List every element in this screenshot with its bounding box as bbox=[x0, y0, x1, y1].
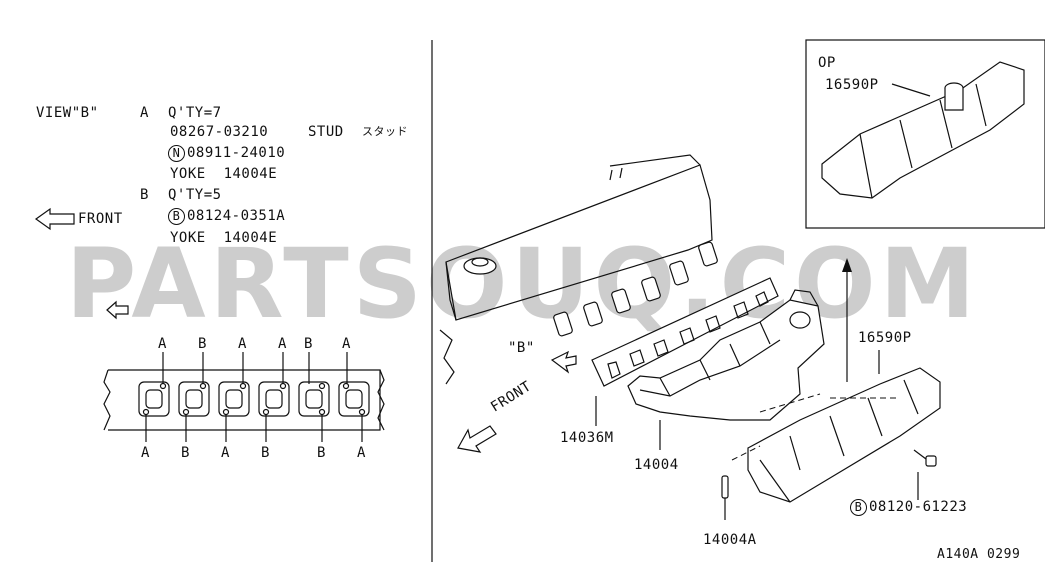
stud-name: STUD bbox=[308, 124, 344, 140]
group-a-qty: Q'TY=7 bbox=[168, 105, 222, 121]
heat-cover bbox=[747, 367, 941, 503]
figure-id: A140A 0299 bbox=[937, 547, 1021, 562]
exhaust-port-flanges bbox=[138, 381, 370, 417]
small-arrow-icon bbox=[106, 300, 129, 320]
flange-letter-bottom: A bbox=[221, 445, 230, 461]
flange-strip bbox=[103, 369, 385, 431]
flange-leaders-top bbox=[162, 352, 348, 384]
bolt-symbol: B bbox=[850, 499, 867, 516]
flange-letter-top: A bbox=[158, 336, 167, 352]
up-arrow-icon bbox=[842, 258, 852, 382]
leader-op-16590p bbox=[891, 83, 931, 97]
flange-letter-top: B bbox=[198, 336, 207, 352]
watermark: PARTSOUQ.COM bbox=[65, 228, 980, 340]
option-heat-cover bbox=[821, 61, 1025, 199]
cylinder-head bbox=[439, 154, 718, 385]
group-b-letter: B bbox=[140, 187, 149, 203]
exhaust-gasket bbox=[591, 277, 779, 387]
flange-letter-top: A bbox=[278, 336, 287, 352]
flange-letter-bottom: B bbox=[317, 445, 326, 461]
bolt-symbol: B bbox=[168, 208, 185, 225]
view-b-marker: "B" bbox=[508, 340, 535, 356]
option-part-label-16590p[interactable]: 16590P bbox=[825, 77, 879, 93]
nut-symbol: N bbox=[168, 145, 185, 162]
part-label-14036m[interactable]: 14036M bbox=[560, 430, 614, 446]
flange-leaders-bottom bbox=[145, 414, 363, 442]
stud-part-number: 08267-03210 bbox=[170, 124, 269, 140]
front-arrow-icon bbox=[34, 207, 75, 231]
flange-letter-bottom: A bbox=[357, 445, 366, 461]
dashed-leaders bbox=[731, 393, 900, 461]
bolt-08120 bbox=[913, 449, 937, 467]
group-b-yoke: YOKE 14004E bbox=[170, 230, 278, 246]
exhaust-manifold bbox=[627, 289, 825, 421]
bolt-part-number: 08124-0351A bbox=[187, 208, 286, 224]
stud-name-jp: スタッド bbox=[362, 125, 408, 138]
view-b-marker-arrow-icon bbox=[550, 350, 577, 374]
flange-letter-bottom: A bbox=[141, 445, 150, 461]
flange-letter-top: B bbox=[304, 336, 313, 352]
flange-letter-top: A bbox=[238, 336, 247, 352]
option-box-frame bbox=[805, 39, 1045, 229]
group-b-qty: Q'TY=5 bbox=[168, 187, 222, 203]
stud-14004a bbox=[721, 475, 729, 520]
nut-part-number: 08911-24010 bbox=[187, 145, 286, 161]
group-a-letter: A bbox=[140, 105, 149, 121]
part-label-14004[interactable]: 14004 bbox=[634, 457, 679, 473]
part-label-16590p[interactable]: 16590P bbox=[858, 330, 912, 346]
flange-letter-bottom: B bbox=[181, 445, 190, 461]
view-b-front-label: FRONT bbox=[78, 211, 123, 227]
view-b-title: VIEW"B" bbox=[36, 105, 99, 121]
option-label: OP bbox=[818, 55, 836, 71]
part-label-08120-61223: 08120-61223 bbox=[869, 499, 968, 515]
flange-letter-bottom: B bbox=[261, 445, 270, 461]
part-label-14004a[interactable]: 14004A bbox=[703, 532, 757, 548]
main-front-arrow-icon bbox=[457, 425, 497, 453]
group-a-yoke: YOKE 14004E bbox=[170, 166, 278, 182]
flange-letter-top: A bbox=[342, 336, 351, 352]
